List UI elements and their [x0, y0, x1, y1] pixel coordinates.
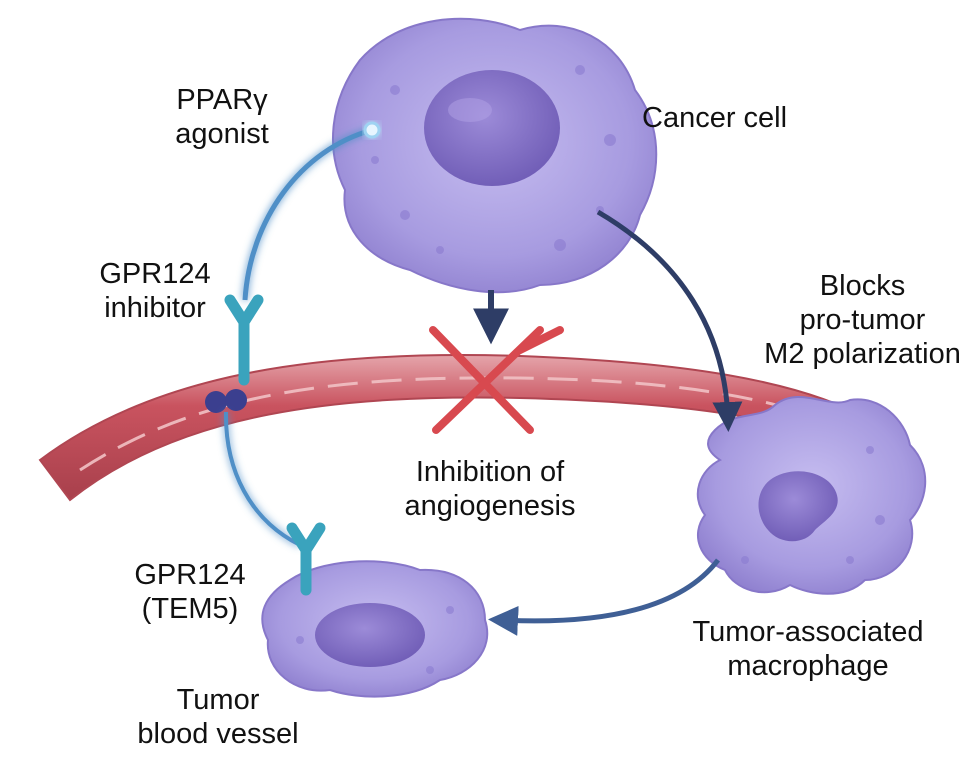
- tam-label: Tumor-associated macrophage: [668, 615, 948, 683]
- tam-line1: Tumor-associated: [692, 616, 924, 648]
- gpr124-tem5-line2: (TEM5): [141, 593, 239, 625]
- binding-complex-icon: [205, 389, 247, 413]
- blocks-m2-line3: M2 polarization: [764, 338, 961, 370]
- inhibition-x-icon: [429, 326, 564, 434]
- tumor-blood-vessel-label: Tumor blood vessel: [128, 683, 308, 751]
- ppar-agonist-line1: PPARγ: [176, 84, 268, 116]
- tumor-associated-macrophage: [696, 395, 927, 595]
- endothelial-nucleus: [315, 603, 425, 667]
- tumor-blood-vessel-line1: Tumor: [176, 684, 260, 716]
- inhibition-angiogenesis-label: Inhibition of angiogenesis: [385, 455, 595, 523]
- ppar-agonist-label: PPARγ agonist: [162, 83, 282, 151]
- gpr124-tem5-receptor-icon: [286, 522, 326, 596]
- blocks-m2-line1: Blocks: [819, 270, 906, 302]
- blocks-m2-label: Blocks pro-tumor M2 polarization: [760, 269, 965, 371]
- gpr124-inhibitor-receptor-icon: [224, 294, 264, 386]
- tam-line2: macrophage: [727, 650, 889, 682]
- cancer-cell-text: Cancer cell: [642, 102, 788, 134]
- macrophage-nucleus: [758, 471, 838, 542]
- gpr124-tem5-line1: GPR124: [134, 559, 246, 591]
- gpr124-tem5-label: GPR124 (TEM5): [120, 558, 260, 626]
- agonist-glow-dot: [363, 121, 381, 139]
- inhibition-line1: Inhibition of: [415, 456, 565, 488]
- macrophage-to-vessel-arrow: [488, 558, 720, 636]
- endothelial-cell: [261, 560, 489, 698]
- cancer-cell: [332, 17, 658, 294]
- gpr124-inhibitor-line1: GPR124: [99, 258, 211, 290]
- tumor-blood-vessel-line2: blood vessel: [137, 718, 299, 750]
- gpr124-inhibitor-line2: inhibitor: [104, 292, 206, 324]
- inhibition-line2: angiogenesis: [404, 490, 576, 522]
- ppar-agonist-line2: agonist: [175, 118, 269, 150]
- cancer-to-macrophage-arrow: [596, 209, 743, 432]
- receptor-link-path: [223, 411, 301, 547]
- gpr124-inhibitor-label: GPR124 inhibitor: [80, 257, 230, 325]
- blocks-m2-line2: pro-tumor: [799, 304, 926, 336]
- cancer-cell-nucleus: [424, 70, 560, 186]
- cancer-cell-label: Cancer cell: [642, 101, 787, 135]
- agonist-signal-path: [242, 127, 373, 301]
